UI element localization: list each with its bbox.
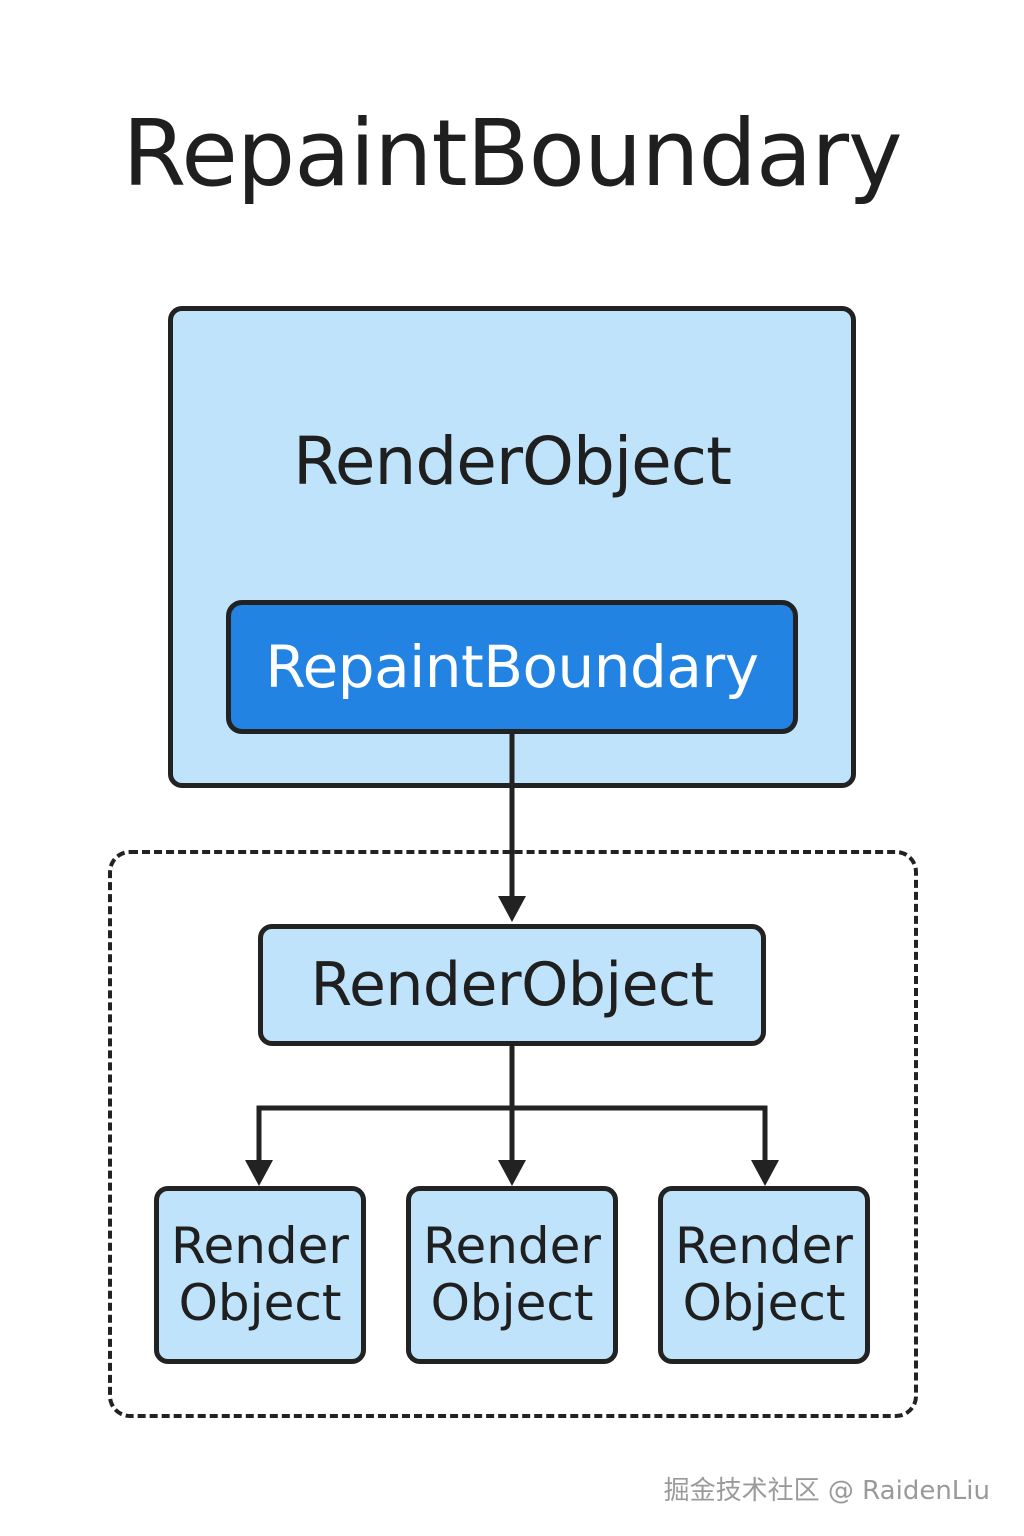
child-render-object-box: Render Object (154, 1186, 366, 1364)
arrowhead-child-3 (751, 1160, 779, 1186)
repaint-boundary-label: RepaintBoundary (265, 633, 759, 701)
child-label-line2: Object (430, 1274, 594, 1332)
child-label-line1: Render (674, 1216, 853, 1275)
child-label-line1: Render (170, 1216, 349, 1275)
child-render-object-box: Render Object (658, 1186, 870, 1364)
subtree-root-label: RenderObject (310, 950, 714, 1020)
child-render-object-box: Render Object (406, 1186, 618, 1364)
watermark-text: 掘金技术社区 @ RaidenLiu (663, 1476, 990, 1506)
diagram-title: RepaintBoundary (122, 100, 902, 207)
repaint-boundary-box: RepaintBoundary (226, 600, 798, 734)
child-label-line2: Object (178, 1274, 342, 1332)
arrowhead-root (498, 896, 526, 922)
children-branch-line (256, 1105, 768, 1164)
child-label-line1: Render (422, 1216, 601, 1275)
subtree-root-render-object-box: RenderObject (258, 924, 766, 1046)
arrowhead-child-2 (498, 1160, 526, 1186)
child-label-line2: Object (682, 1274, 846, 1332)
arrowhead-child-1 (245, 1160, 273, 1186)
outer-render-object-label: RenderObject (293, 423, 732, 500)
